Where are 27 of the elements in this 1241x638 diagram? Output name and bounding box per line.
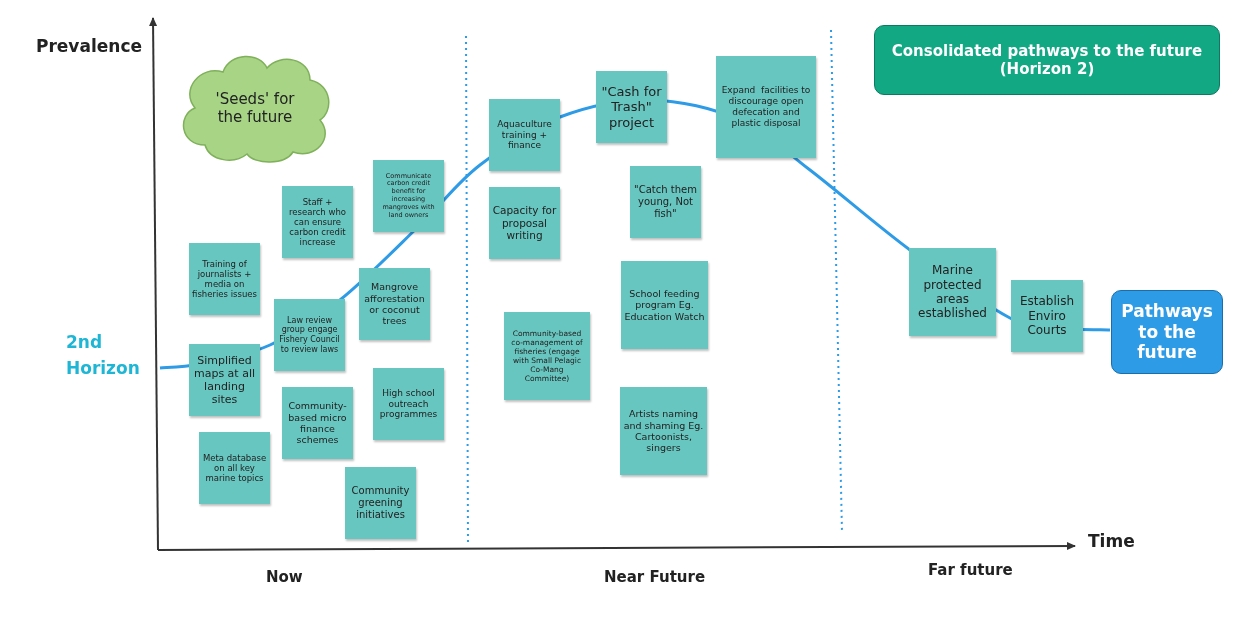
time-label: Far future xyxy=(928,561,1013,579)
sticky-note: Aquaculture training + finance xyxy=(489,99,560,171)
sticky-note: Training of journalists + media on fisheries issues xyxy=(189,243,260,315)
sticky-note: Community greening initiatives xyxy=(345,467,416,539)
sticky-note: Capacity for proposal writing xyxy=(489,187,560,259)
time-label: Near Future xyxy=(604,568,706,586)
sticky-note: Simplified maps at all landing sites xyxy=(189,344,260,416)
sticky-note: Meta database on all key marine topics xyxy=(199,432,270,504)
sticky-note: "Catch them young, Not fish" xyxy=(630,166,701,238)
sticky-note: High school outreach programmes xyxy=(373,368,444,440)
time-label: Now xyxy=(266,568,303,586)
sticky-note: Community-based micro finance schemes xyxy=(282,387,353,459)
sticky-note: Staff + research who can ensure carbon credit increase xyxy=(282,186,353,258)
sticky-note: School feeding program Eg. Education Watch xyxy=(621,261,708,349)
sticky-note: Establish Enviro Courts xyxy=(1011,280,1083,352)
sticky-note: Expand facilities to discourage open defecation and plastic disposal xyxy=(716,56,816,158)
axis-title: Prevalence xyxy=(36,36,142,56)
cloud-text: 'Seeds' for the future xyxy=(214,89,296,126)
sticky-note: Marine protected areas established xyxy=(909,248,996,336)
axis-title: Time xyxy=(1088,531,1135,551)
pathways-box: Pathways to the future xyxy=(1111,290,1223,374)
sticky-note: Mangrove afforestation or coconut trees xyxy=(359,268,430,340)
horizon-label: 2nd Horizon xyxy=(66,331,141,380)
sticky-note: "Cash for Trash" project xyxy=(596,71,667,143)
sticky-note: Law review group engage Fishery Council to review laws xyxy=(274,299,345,371)
sticky-note: Artists naming and shaming Eg. Cartoonists, singers xyxy=(620,387,707,475)
heading-banner: Consolidated pathways to the future (Horizon 2) xyxy=(874,25,1220,95)
